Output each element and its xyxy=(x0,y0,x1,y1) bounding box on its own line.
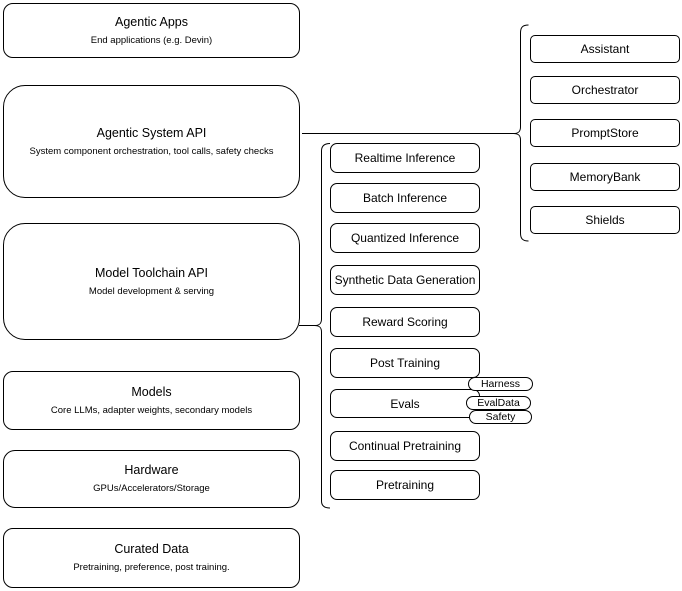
node-hardware: Hardware GPUs/Accelerators/Storage xyxy=(3,450,300,508)
node-label: Synthetic Data Generation xyxy=(334,273,476,287)
system-components-brace xyxy=(513,24,529,242)
node-models: Models Core LLMs, adapter weights, secon… xyxy=(3,371,300,430)
node-quantized-inference: Quantized Inference xyxy=(330,223,480,253)
node-label: Quantized Inference xyxy=(350,231,460,245)
node-subtitle: Model development & serving xyxy=(88,285,215,297)
node-title: Hardware xyxy=(124,463,179,477)
node-label: Continual Pretraining xyxy=(348,439,462,453)
node-title: Model Toolchain API xyxy=(94,265,209,280)
node-subtitle: System component orchestration, tool cal… xyxy=(29,145,274,157)
node-synthetic-data-generation: Synthetic Data Generation xyxy=(330,265,480,295)
node-model-toolchain-api: Model Toolchain API Model development & … xyxy=(3,223,300,340)
node-label: MemoryBank xyxy=(569,170,641,184)
tag-safety: Safety xyxy=(469,410,532,424)
node-agentic-apps: Agentic Apps End applications (e.g. Devi… xyxy=(3,3,300,58)
node-label: Pretraining xyxy=(375,478,435,492)
node-title: Agentic Apps xyxy=(115,14,188,29)
node-subtitle: End applications (e.g. Devin) xyxy=(90,34,213,46)
node-title: Curated Data xyxy=(114,542,189,556)
tag-label: EvalData xyxy=(477,396,520,409)
node-label: Evals xyxy=(390,396,420,411)
node-orchestrator: Orchestrator xyxy=(530,76,680,104)
node-memorybank: MemoryBank xyxy=(530,163,680,191)
node-post-training: Post Training xyxy=(330,348,480,378)
toolchain-components-brace xyxy=(314,143,331,509)
tag-label: Harness xyxy=(480,377,521,390)
node-label: Shields xyxy=(585,213,625,227)
node-label: PromptStore xyxy=(571,126,639,140)
node-curated-data: Curated Data Pretraining, preference, po… xyxy=(3,528,300,588)
node-pretraining: Pretraining xyxy=(330,470,480,500)
node-title: Agentic System API xyxy=(96,125,207,140)
node-label: Post Training xyxy=(369,356,441,370)
node-subtitle: GPUs/Accelerators/Storage xyxy=(93,483,210,494)
node-subtitle: Core LLMs, adapter weights, secondary mo… xyxy=(50,404,253,416)
node-title: Models xyxy=(131,384,172,399)
node-continual-pretraining: Continual Pretraining xyxy=(330,431,480,461)
node-subtitle: Pretraining, preference, post training. xyxy=(73,562,230,573)
tag-harness: Harness xyxy=(468,377,533,391)
node-label: Realtime Inference xyxy=(354,151,456,165)
node-label: Orchestrator xyxy=(571,83,639,97)
node-label: Reward Scoring xyxy=(362,315,448,329)
tag-evaldata: EvalData xyxy=(466,396,531,410)
node-evals: Evals xyxy=(330,389,480,418)
node-realtime-inference: Realtime Inference xyxy=(330,143,480,173)
node-label: Assistant xyxy=(580,42,630,56)
node-batch-inference: Batch Inference xyxy=(330,183,480,213)
node-shields: Shields xyxy=(530,206,680,234)
node-label: Batch Inference xyxy=(362,191,448,205)
tag-label: Safety xyxy=(485,410,516,423)
node-reward-scoring: Reward Scoring xyxy=(330,307,480,337)
node-agentic-system-api: Agentic System API System component orch… xyxy=(3,85,300,198)
node-assistant: Assistant xyxy=(530,35,680,63)
node-promptstore: PromptStore xyxy=(530,119,680,147)
